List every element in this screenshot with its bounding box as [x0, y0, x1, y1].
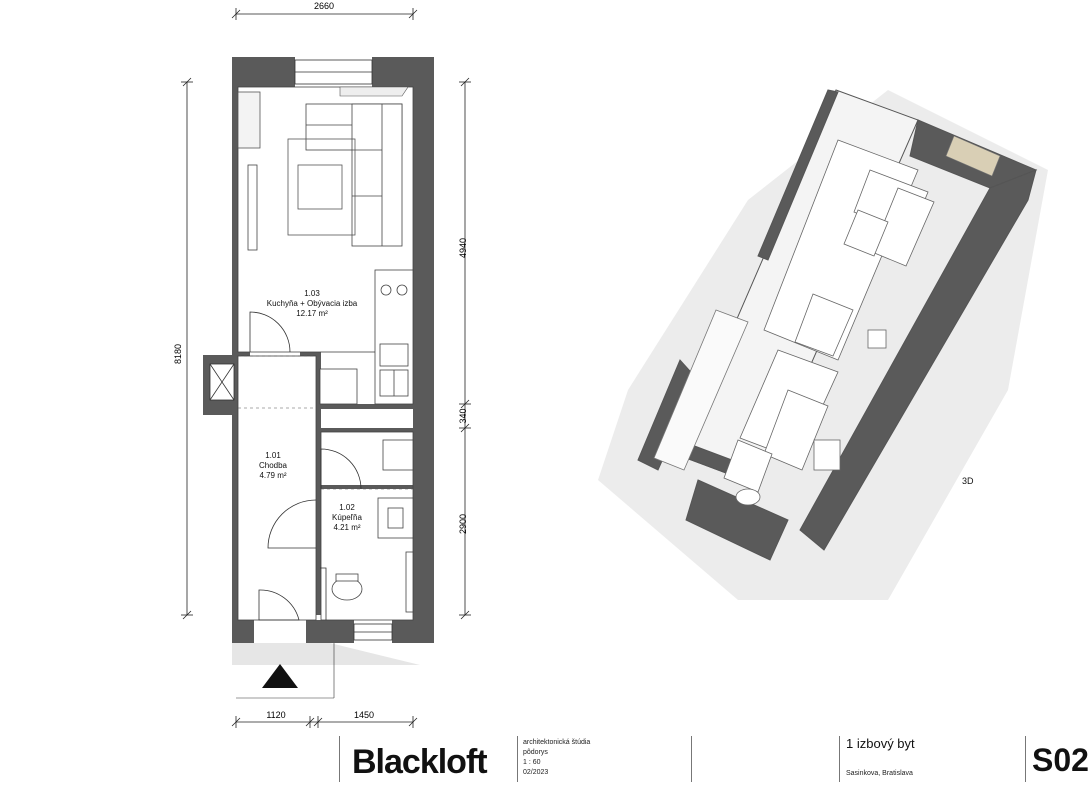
drawing-meta: architektonická štúdia pôdorys 1 : 60 02…: [523, 738, 590, 778]
sheet-code: S02: [1032, 742, 1088, 778]
dimension-bottom: [231, 716, 418, 728]
ventilation-shaft: [209, 363, 235, 401]
title-block-divider: [339, 736, 340, 782]
entrance-arrow-icon: [262, 664, 298, 688]
dimension-right: [459, 77, 471, 620]
floor-plan: 2660 8180 4940 340 2900: [173, 1, 471, 728]
title-block-divider: [1025, 736, 1026, 782]
drawing-type: pôdorys: [523, 749, 548, 756]
room-label-living: 1.03 Kuchyňa + Obývacia izba 12.17 m²: [267, 289, 358, 318]
wardrobe: [237, 91, 261, 149]
room-label-bathroom: 1.02 Kúpeľňa 4.21 m²: [332, 503, 362, 532]
tv-unit: [247, 164, 258, 251]
room-number: 1.01: [265, 451, 281, 460]
dimension-top: [231, 8, 418, 20]
dimension-left: [181, 77, 193, 620]
model-window-top: [945, 135, 1001, 177]
view-3d-label: 3D: [962, 476, 974, 486]
title-block-divider: [839, 736, 840, 782]
dimension-bottom-left-label: 1120: [266, 710, 285, 720]
bathroom-fixtures: [331, 439, 414, 613]
model-long-counter: [653, 309, 749, 471]
room-area: 4.79 m²: [259, 471, 286, 480]
kitchen-counter: [319, 269, 414, 405]
company-logo: Blackloft: [352, 743, 488, 781]
project-address: Sasinkova, Bratislava: [846, 770, 913, 777]
apartment-type: 1 izbový byt: [846, 736, 915, 751]
room-label-corridor: 1.01 Chodba 4.79 m²: [259, 451, 288, 480]
title-block-divider: [517, 736, 518, 782]
rug: [287, 138, 356, 236]
drawing-scale: 1 : 60: [523, 759, 541, 766]
studio-name: architektonická štúdia: [523, 739, 591, 746]
model-3d-view: [598, 89, 1048, 600]
dimension-bottom-right-label: 1450: [354, 710, 374, 720]
entrance-shadow: [232, 643, 420, 665]
dimension-right-middle-label: 340: [458, 408, 468, 423]
entrance-guide: [236, 643, 335, 699]
windows: [294, 59, 393, 641]
opening-lines: [238, 355, 413, 490]
model-interior: [723, 139, 935, 506]
dimension-right-upper-label: 4940: [458, 238, 468, 258]
sofa: [305, 103, 403, 247]
room-area: 4.21 m²: [333, 523, 360, 532]
room-name: Kuchyňa + Obývacia izba: [267, 299, 358, 308]
room-name: Kúpeľňa: [332, 513, 362, 522]
inner-walls: [238, 352, 413, 615]
dimension-right-lower-label: 2900: [458, 514, 468, 534]
dimension-top-label: 2660: [314, 1, 334, 11]
room-area: 12.17 m²: [296, 309, 328, 318]
room-number: 1.02: [339, 503, 355, 512]
room-number: 1.03: [304, 289, 320, 298]
doors: [249, 311, 362, 621]
shelf-light: [339, 86, 409, 97]
title-block-divider: [691, 736, 692, 782]
room-name: Chodba: [259, 461, 288, 470]
drawing-date: 02/2023: [523, 769, 549, 776]
dimension-left-label: 8180: [173, 344, 183, 364]
